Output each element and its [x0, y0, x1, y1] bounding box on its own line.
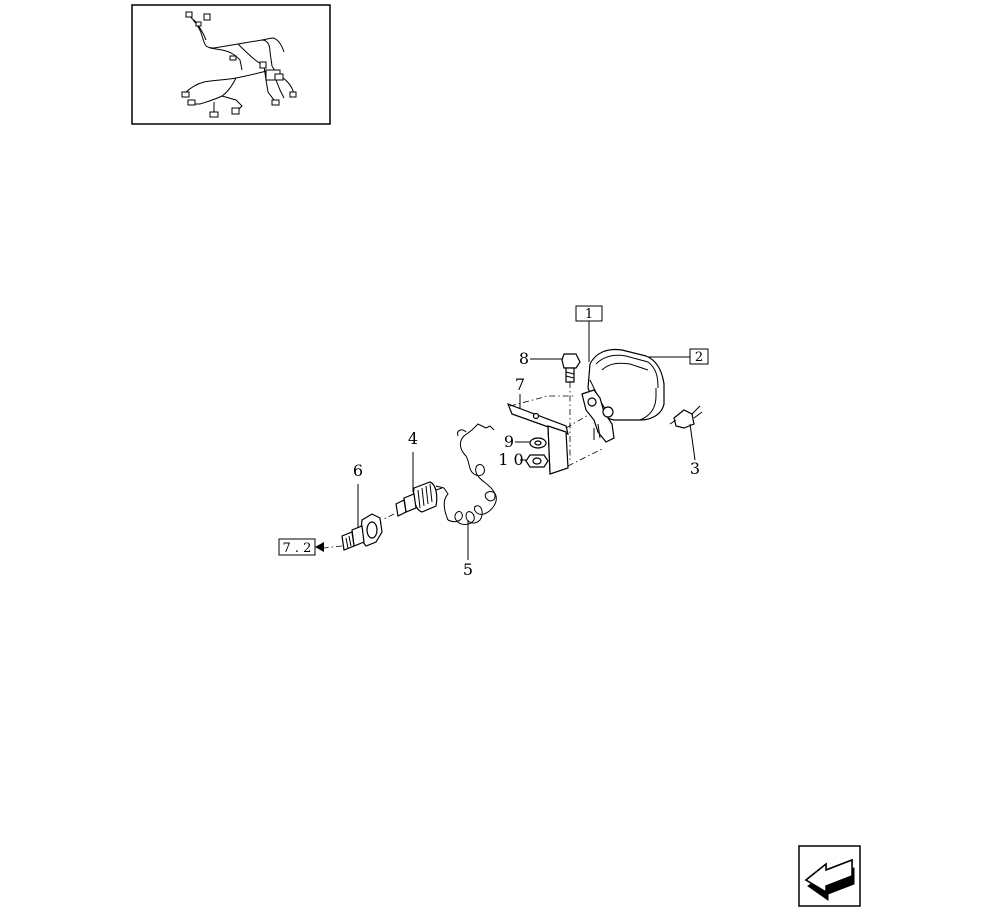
nut-10 [525, 454, 549, 468]
svg-text:1: 1 [585, 307, 593, 322]
back-arrow-icon [804, 858, 855, 901]
thumbnail-frame [131, 4, 331, 125]
svg-text:2: 2 [695, 350, 703, 365]
callout-5: 5 [463, 560, 473, 579]
callout-3: 3 [690, 459, 700, 478]
exploded-parts-diagram: 1 2 [278, 305, 709, 579]
callout-4: 4 [408, 429, 418, 448]
bulb-3 [669, 405, 703, 429]
lamp-mounting-bracket [581, 389, 615, 443]
reference-box-7-2[interactable]: 7 . 2 [278, 538, 324, 556]
plug-4 [381, 481, 443, 521]
reference-box-1[interactable]: 1 [575, 305, 603, 362]
socket-6 [323, 513, 383, 551]
wiring-harness-sketch [181, 11, 297, 118]
washer-9 [529, 437, 547, 449]
overview-thumbnail[interactable] [131, 4, 331, 125]
callout-6: 6 [353, 461, 363, 480]
callout-9: 9 [504, 432, 514, 451]
coiled-cable-5 [435, 423, 497, 525]
callout-10: 1 0 [498, 450, 523, 469]
l-bracket-7 [506, 395, 605, 475]
callout-7: 7 [515, 375, 525, 394]
bolt-8 [561, 353, 581, 462]
callout-8: 8 [519, 349, 529, 368]
back-navigation-button[interactable] [798, 845, 861, 907]
svg-text:7 . 2: 7 . 2 [283, 541, 312, 556]
reference-arrow-icon [315, 542, 324, 552]
